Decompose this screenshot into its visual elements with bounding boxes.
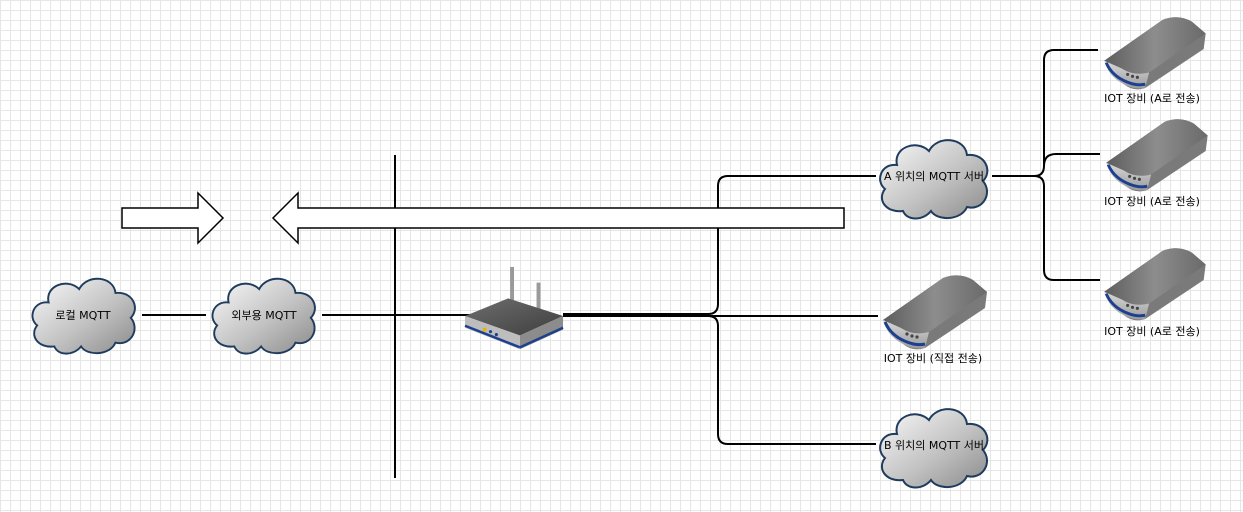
link-router-server-b bbox=[707, 315, 876, 445]
iot-device-icon bbox=[881, 273, 989, 350]
arrow-right-icon bbox=[121, 191, 225, 245]
external-mqtt-label: 외부용 MQTT bbox=[231, 309, 297, 322]
local-mqtt-node[interactable]: 로컬 MQTT bbox=[31, 277, 136, 355]
connection-lines bbox=[142, 49, 1100, 478]
link-server-a-iot-3 bbox=[1033, 175, 1100, 281]
iot-direct-label: IOT 장비 (직접 전송) bbox=[884, 352, 982, 365]
server-b-label: B 위치의 MQTT 서버 bbox=[884, 439, 984, 452]
server-b-node[interactable]: B 위치의 MQTT 서버 bbox=[879, 408, 989, 489]
link-server-a-iot-2 bbox=[1043, 153, 1100, 167]
iot-device-icon bbox=[1102, 246, 1208, 321]
router-node[interactable] bbox=[463, 265, 565, 351]
iot-a-label-2: IOT 장비 (A로 전송) bbox=[1104, 195, 1200, 208]
iot-a-node-3[interactable]: IOT 장비 (A로 전송) bbox=[1102, 246, 1208, 338]
wireless-router-icon bbox=[463, 265, 565, 351]
link-router-server-a bbox=[563, 175, 876, 315]
arrow-left-icon bbox=[271, 191, 845, 245]
iot-a-node-1[interactable]: IOT 장비 (A로 전송) bbox=[1102, 15, 1208, 105]
iot-a-node-2[interactable]: IOT 장비 (A로 전송) bbox=[1104, 117, 1210, 208]
link-server-a-iot-1 bbox=[992, 49, 1098, 177]
iot-a-label-3: IOT 장비 (A로 전송) bbox=[1104, 325, 1200, 338]
server-a-node[interactable]: A 위치의 MQTT 서버 bbox=[879, 139, 989, 220]
server-a-label: A 위치의 MQTT 서버 bbox=[884, 170, 984, 183]
iot-direct-node[interactable]: IOT 장비 (직접 전송) bbox=[881, 273, 989, 365]
local-mqtt-label: 로컬 MQTT bbox=[55, 309, 110, 322]
iot-device-icon bbox=[1104, 117, 1210, 192]
external-mqtt-node[interactable]: 외부용 MQTT bbox=[211, 277, 316, 355]
iot-a-label-1: IOT 장비 (A로 전송) bbox=[1104, 92, 1200, 105]
iot-device-icon bbox=[1102, 15, 1208, 90]
